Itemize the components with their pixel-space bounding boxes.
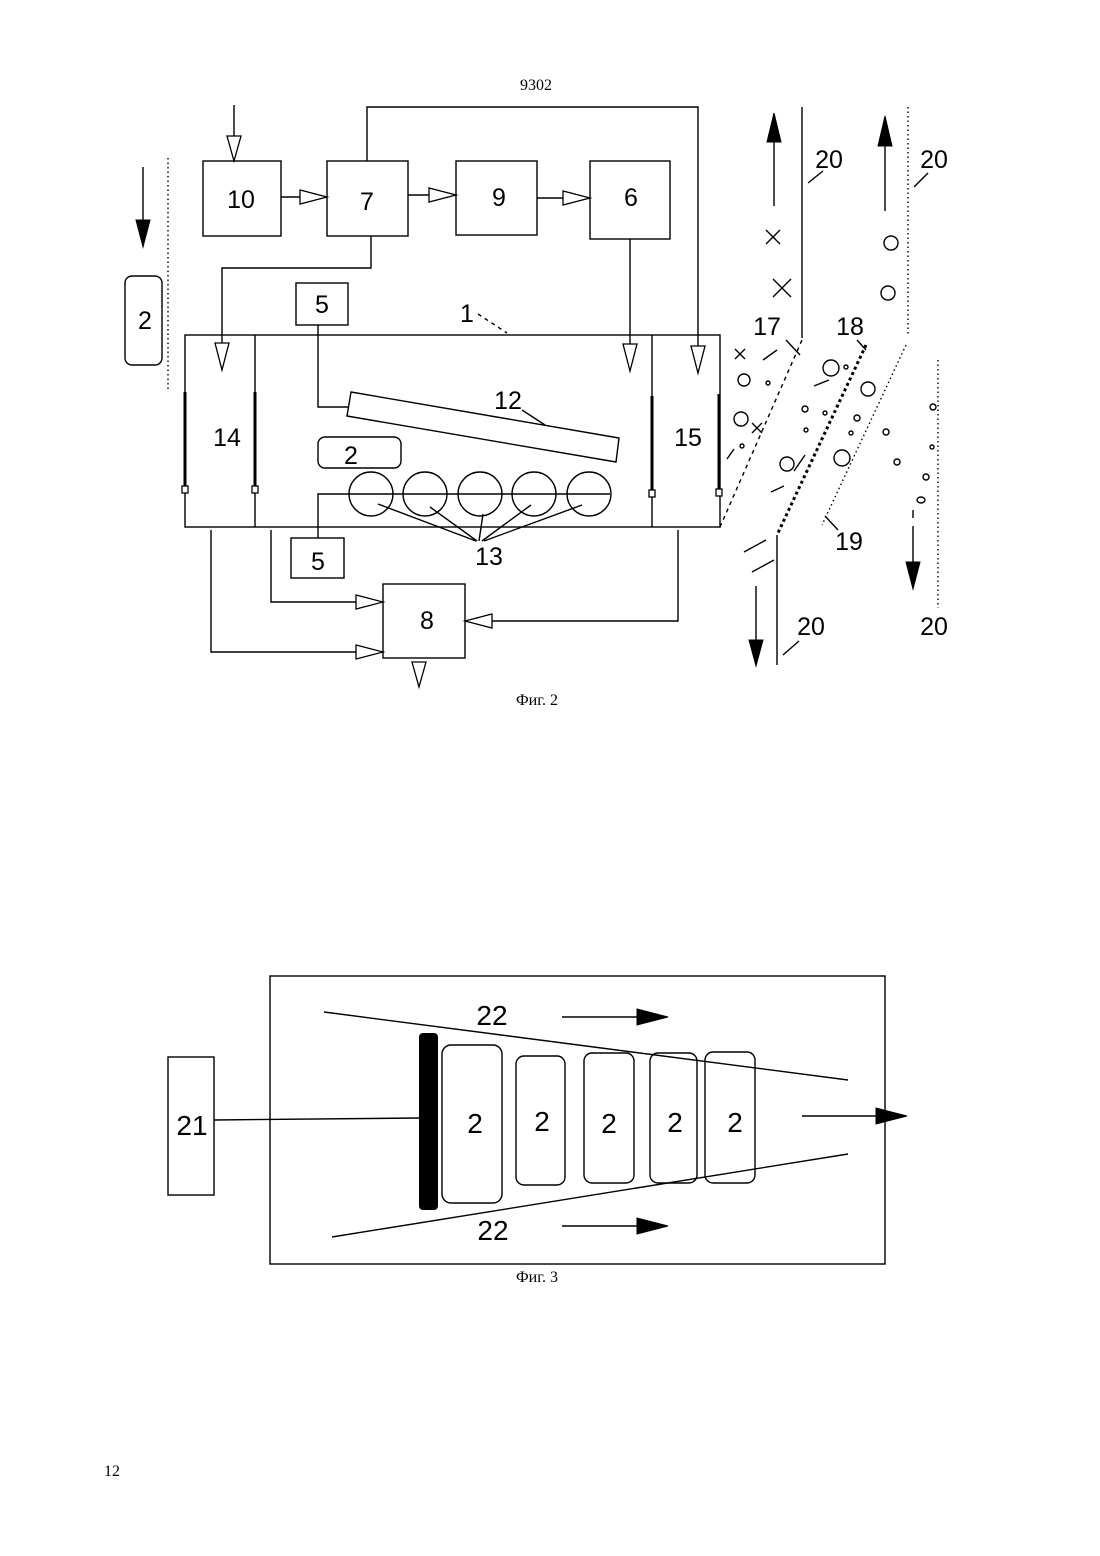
figure-3-caption: Фиг. 3 <box>516 1269 558 1286</box>
chamber-14-terminal-left <box>182 486 188 493</box>
channel-20-bottom-right-label: 20 <box>920 613 948 641</box>
chamber-15-terminal-right <box>716 489 722 496</box>
box-10-label: 10 <box>227 186 255 214</box>
plate-12-label: 12 <box>494 387 522 415</box>
item-2-label: 2 <box>534 1106 550 1137</box>
item-2-label: 2 <box>667 1107 683 1138</box>
item-2-outside-label: 2 <box>138 307 152 335</box>
box-9-label: 9 <box>492 184 506 212</box>
box-6-label: 6 <box>624 184 638 212</box>
chamber-14-terminal-right <box>252 486 258 493</box>
box-8-label: 8 <box>420 607 434 635</box>
box-7-label: 7 <box>360 188 374 216</box>
box-21-label: 21 <box>176 1110 207 1141</box>
figure-2-caption: Фиг. 2 <box>516 692 558 709</box>
rollers-13-label: 13 <box>475 543 503 571</box>
pusher-plate <box>419 1033 438 1210</box>
item-2-inside-label: 2 <box>344 442 358 470</box>
document-number: 9302 <box>520 77 552 94</box>
item-2-label: 2 <box>727 1107 743 1138</box>
page-number: 12 <box>104 1463 120 1480</box>
chamber-14-label: 14 <box>213 424 241 452</box>
item-2-label: 2 <box>601 1108 617 1139</box>
line-19-label: 19 <box>835 528 863 556</box>
box-5-top-label: 5 <box>315 291 329 319</box>
line-22-bottom-label: 22 <box>477 1215 508 1246</box>
line-17-label: 17 <box>753 313 781 341</box>
chamber-15-label: 15 <box>674 424 702 452</box>
item-2-label: 2 <box>467 1108 483 1139</box>
line-22-top-label: 22 <box>476 1000 507 1031</box>
channel-20-top-left-label: 20 <box>815 146 843 174</box>
channel-20-top-right-label: 20 <box>920 146 948 174</box>
box-5-bottom-label: 5 <box>311 548 325 576</box>
chamber-1-label: 1 <box>460 300 474 328</box>
line-18-label: 18 <box>836 313 864 341</box>
chamber-15-terminal-left <box>649 490 655 497</box>
channel-20-bottom-left-label: 20 <box>797 613 825 641</box>
